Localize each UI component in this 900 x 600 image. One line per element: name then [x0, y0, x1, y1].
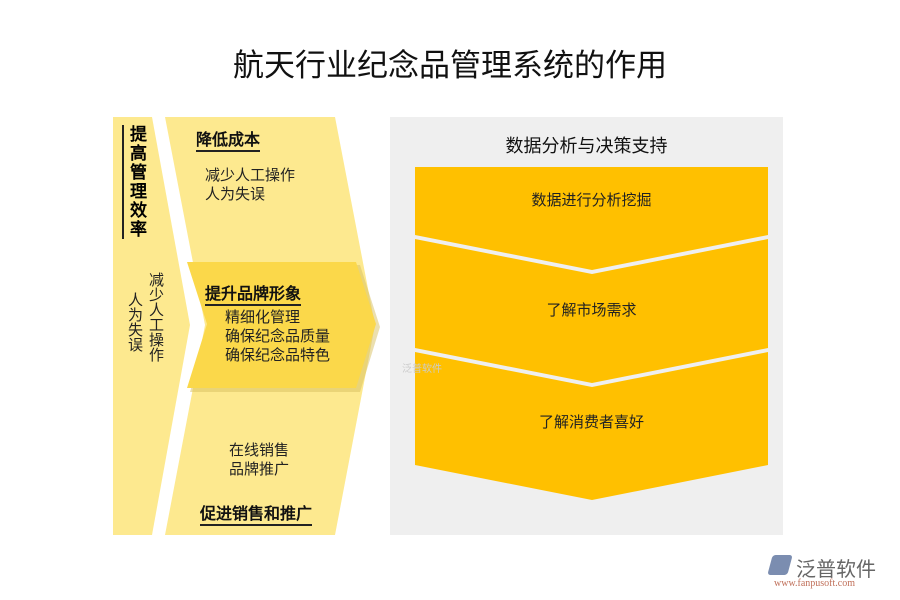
brand-text: 精细化管理 确保纪念品质量 确保纪念品特色 [225, 308, 330, 365]
col1-heading: 提高管理效率 [122, 125, 149, 239]
highlight-chevron [187, 262, 376, 388]
sales-heading: 促进销售和推广 [200, 500, 313, 526]
col1-line: 减少人工操作 [147, 272, 165, 362]
logo-url: www.fanpusoft.com [774, 578, 856, 589]
sales-text: 在线销售 品牌推广 [229, 441, 289, 479]
watermark: 泛普软件 [402, 364, 442, 375]
step-1-label: 数据进行分析挖掘 [531, 191, 652, 209]
step-1-shape [415, 167, 768, 270]
col1-line: 人为失误 [126, 292, 144, 352]
cost-line: 人为失误 [205, 185, 266, 203]
cost-line: 减少人工操作 [205, 166, 296, 184]
step-3-label: 了解消费者喜好 [538, 413, 644, 431]
left-strip [113, 117, 190, 535]
brand-line: 确保纪念品特色 [225, 346, 331, 364]
step-2-shape [415, 239, 768, 383]
cost-heading: 降低成本 [196, 126, 261, 152]
cost-text: 减少人工操作 人为失误 [205, 166, 295, 204]
step-3-shape [415, 352, 768, 500]
col1-text: 减少人工操作 人为失误 [124, 272, 166, 382]
brand-heading: 提升品牌形象 [205, 280, 302, 306]
logo-name: 泛普软件 [796, 557, 876, 581]
page-title: 航天行业纪念品管理系统的作用 [233, 48, 667, 84]
right-heading: 数据分析与决策支持 [505, 136, 668, 157]
step-2-label: 了解市场需求 [546, 301, 637, 319]
sales-line: 品牌推广 [229, 460, 290, 478]
brand-line: 精细化管理 [225, 308, 301, 326]
sales-line: 在线销售 [229, 441, 290, 459]
brand-line: 确保纪念品质量 [225, 327, 331, 345]
